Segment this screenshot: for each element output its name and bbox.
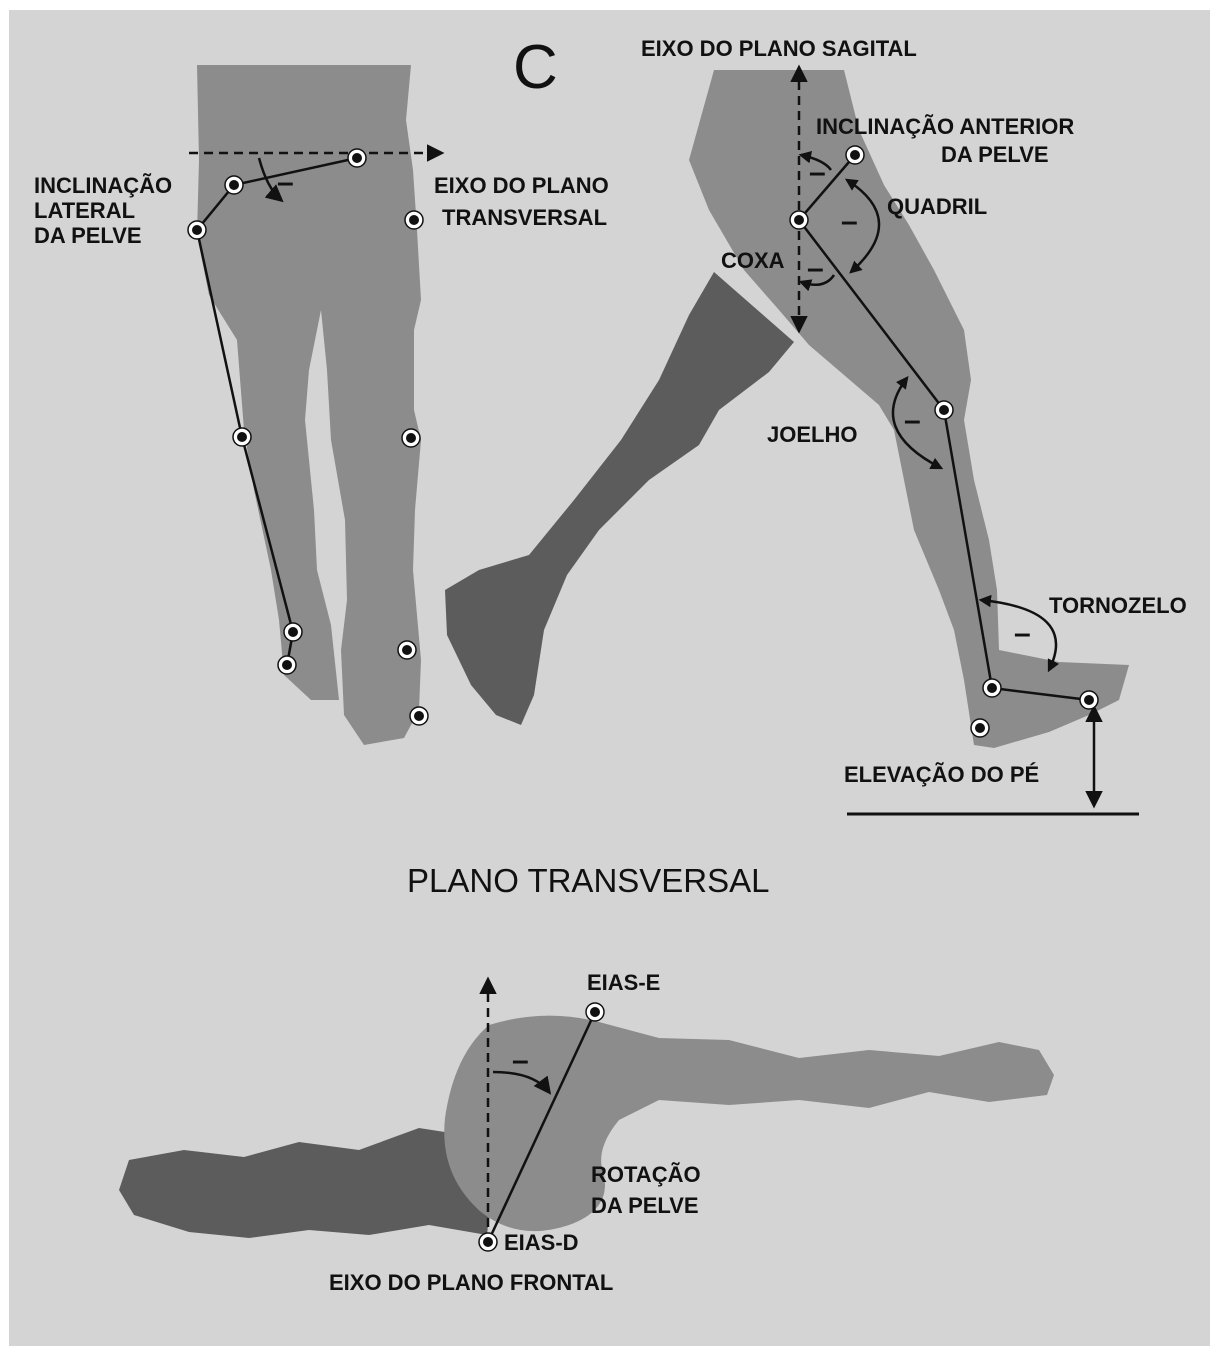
anterior-tilt-label-line2: DA PELVE xyxy=(941,142,1049,167)
diagram-canvas: – INCLINAÇÃO LATERAL DA PELVE EIXO DO PL… xyxy=(9,10,1210,1346)
frontal-axis-label: EIXO DO PLANO FRONTAL xyxy=(329,1270,613,1295)
lateral-tilt-label-line1: INCLINAÇÃO xyxy=(34,173,172,198)
foot-elevation-label: ELEVAÇÃO DO PÉ xyxy=(844,762,1039,787)
transverse-axis-label-line1: EIXO DO PLANO xyxy=(434,173,609,198)
lateral-tilt-sign: – xyxy=(277,166,294,199)
pelvic-rotation-sign: – xyxy=(512,1044,529,1077)
knee-angle-sign: – xyxy=(904,404,921,437)
hip-angle-sign: – xyxy=(841,205,858,238)
thigh-label: COXA xyxy=(721,248,785,273)
ankle-angle-sign: – xyxy=(1014,617,1031,650)
lateral-tilt-label-line2: LATERAL xyxy=(34,198,135,223)
hip-label: QUADRIL xyxy=(887,194,987,219)
transverse-axis-label-line2: TRANSVERSAL xyxy=(442,205,607,230)
anterior-tilt-sign: – xyxy=(809,156,826,189)
asis-right-label: EIAS-D xyxy=(504,1230,579,1255)
transverse-plane-title: PLANO TRANSVERSAL xyxy=(407,862,770,899)
ankle-label: TORNOZELO xyxy=(1049,593,1187,618)
lateral-tilt-label-line3: DA PELVE xyxy=(34,223,142,248)
knee-label: JOELHO xyxy=(767,422,857,447)
pelvic-rotation-label-line2: DA PELVE xyxy=(591,1193,699,1218)
pelvic-rotation-label-line1: ROTAÇÃO xyxy=(591,1162,701,1187)
sagittal-axis-label: EIXO DO PLANO SAGITAL xyxy=(641,36,917,61)
thigh-angle-sign: – xyxy=(807,252,824,285)
biomechanics-figure: – INCLINAÇÃO LATERAL DA PELVE EIXO DO PL… xyxy=(9,10,1210,1346)
asis-left-label: EIAS-E xyxy=(587,970,660,995)
anterior-tilt-label-line1: INCLINAÇÃO ANTERIOR xyxy=(816,114,1074,139)
panel-letter: C xyxy=(513,33,558,102)
